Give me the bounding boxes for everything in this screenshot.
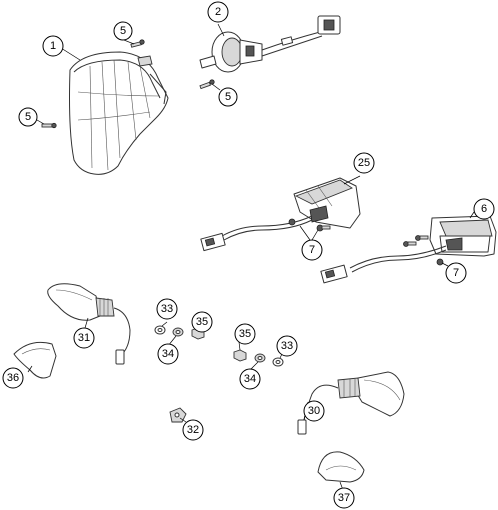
callout-1-circle <box>42 35 64 57</box>
callout-37-circle <box>333 487 355 509</box>
callout-5-left-circle <box>18 107 38 127</box>
callout-35-left[interactable]: 35 <box>191 311 213 333</box>
callout-7-position[interactable]: 7 <box>301 239 323 261</box>
callout-33-left[interactable]: 33 <box>156 298 178 320</box>
callout-35-right-circle <box>234 323 256 345</box>
callout-7-tail-circle <box>445 262 467 284</box>
callout-25-circle <box>353 152 375 174</box>
callout-5-top[interactable]: 5 <box>113 21 133 41</box>
callout-5-left[interactable]: 5 <box>18 107 38 127</box>
callout-1[interactable]: 1 <box>42 35 64 57</box>
callout-30-circle <box>303 400 325 422</box>
lens-right <box>317 451 365 483</box>
callout-37[interactable]: 37 <box>333 487 355 509</box>
callout-35-left-circle <box>191 311 213 333</box>
callout-5-bulb[interactable]: 5 <box>218 87 238 107</box>
callout-37-label: 37 <box>338 492 350 504</box>
callout-36[interactable]: 36 <box>2 367 24 389</box>
callout-36-label: 36 <box>7 372 19 384</box>
callout-5-top-label: 5 <box>120 25 126 37</box>
callout-34-right-circle <box>239 368 261 390</box>
screw-top <box>130 39 145 48</box>
callout-33-right[interactable]: 33 <box>276 335 298 357</box>
callout-5-bulb-circle <box>218 87 238 107</box>
callout-36-circle <box>2 367 24 389</box>
callout-25[interactable]: 25 <box>353 152 375 174</box>
callout-35-right-label: 35 <box>239 328 251 340</box>
callout-5-top-circle <box>113 21 133 41</box>
callout-2-label: 2 <box>215 6 221 18</box>
callout-33-left-circle <box>156 298 178 320</box>
turn-signal-left <box>47 283 131 365</box>
grommet <box>169 407 187 423</box>
screws-tail-light <box>403 235 444 266</box>
screws-position-light <box>288 218 331 232</box>
callout-33-right-label: 33 <box>281 340 293 352</box>
callout-33-right-circle <box>276 335 298 357</box>
callout-6[interactable]: 6 <box>473 198 495 220</box>
callout-7-position-circle <box>301 239 323 261</box>
callout-32-circle <box>182 419 204 441</box>
callout-35-right[interactable]: 35 <box>234 323 256 345</box>
callout-7-position-label: 7 <box>309 244 315 256</box>
callout-7-tail[interactable]: 7 <box>445 262 467 284</box>
callout-33-left-label: 33 <box>161 303 173 315</box>
callout-6-label: 6 <box>481 203 487 215</box>
callout-34-right-label: 34 <box>244 373 256 385</box>
callout-31-label: 31 <box>78 332 90 344</box>
callout-30-label: 30 <box>308 405 320 417</box>
callout-31-circle <box>73 327 95 349</box>
callout-5-left-label: 5 <box>25 111 31 123</box>
bulb-socket-assembly <box>199 15 341 73</box>
callout-30[interactable]: 30 <box>303 400 325 422</box>
callout-35-left-label: 35 <box>196 316 208 328</box>
callout-32-label: 32 <box>187 424 199 436</box>
callout-5-bulb-label: 5 <box>225 91 231 103</box>
washers-left <box>154 325 205 340</box>
screw-left <box>41 122 57 129</box>
callout-6-circle <box>473 198 495 220</box>
callout-7-tail-label: 7 <box>453 267 459 279</box>
turn-signal-right <box>297 371 405 435</box>
headlight-assembly <box>69 51 169 175</box>
callout-2-circle <box>207 1 229 23</box>
position-light-assembly <box>200 177 361 252</box>
tail-light-assembly <box>320 215 497 284</box>
callout-34-right[interactable]: 34 <box>239 368 261 390</box>
callout-34-left-label: 34 <box>162 348 174 360</box>
callout-31[interactable]: 31 <box>73 327 95 349</box>
callout-1-label: 1 <box>50 40 56 52</box>
callout-34-left[interactable]: 34 <box>157 343 179 365</box>
washers-right <box>233 349 284 367</box>
lens-left <box>13 341 57 379</box>
callout-25-label: 25 <box>358 157 370 169</box>
callout-2[interactable]: 2 <box>207 1 229 23</box>
callout-34-left-circle <box>157 343 179 365</box>
callout-32[interactable]: 32 <box>182 419 204 441</box>
